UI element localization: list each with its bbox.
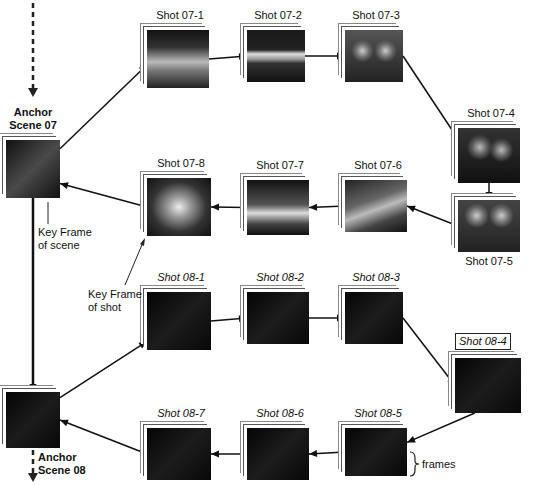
annotation-label: Key Frame of scene bbox=[38, 226, 96, 252]
connector-arrow bbox=[407, 206, 458, 226]
connector-line bbox=[407, 413, 475, 442]
connector-line bbox=[32, 198, 35, 392]
frames-bracket bbox=[410, 452, 419, 476]
shot-key-frame: Shot 07-1 bbox=[147, 30, 209, 88]
shot-label: Shot 07-7 bbox=[256, 159, 304, 172]
shot-label: Shot 08-3 bbox=[352, 271, 400, 284]
connector-arrow bbox=[30, 198, 37, 392]
timeline-arrowhead bbox=[28, 473, 38, 482]
arrowhead bbox=[30, 384, 37, 392]
arrowhead bbox=[211, 204, 219, 211]
arrowhead bbox=[138, 341, 147, 348]
arrowhead bbox=[139, 65, 147, 73]
shot-key-frame: Shot 07-5 bbox=[458, 200, 520, 252]
arrowhead bbox=[486, 192, 493, 200]
connector-line bbox=[60, 420, 147, 454]
arrowhead bbox=[407, 436, 416, 442]
shot-key-frame: Shot 08-7 bbox=[147, 428, 211, 480]
connector-arrow bbox=[486, 183, 493, 200]
arrowhead bbox=[60, 420, 69, 427]
shot-label: Shot 07-2 bbox=[254, 9, 302, 22]
connector-line bbox=[407, 206, 458, 226]
connector-arrow bbox=[209, 53, 247, 60]
shot-key-frame: Shot 07-6 bbox=[345, 180, 407, 232]
connector-arrow bbox=[403, 56, 458, 139]
dashed-timeline bbox=[32, 3, 35, 89]
connector-arrow bbox=[309, 315, 345, 322]
shot-label: Shot 08-1 bbox=[157, 271, 205, 284]
arrowhead bbox=[407, 206, 416, 213]
scene-label: Anchor Scene 08 bbox=[38, 451, 98, 477]
arrowhead bbox=[451, 130, 458, 139]
connector-line bbox=[60, 341, 147, 397]
connector-arrow bbox=[309, 450, 345, 457]
connector-line bbox=[60, 184, 147, 208]
connector-arrow bbox=[211, 315, 247, 322]
connector-arrow bbox=[407, 413, 475, 442]
shot-label: Shot 08-6 bbox=[256, 407, 304, 420]
shot-label: Shot 08-5 bbox=[354, 407, 402, 420]
arrowhead bbox=[239, 53, 247, 60]
arrowhead bbox=[337, 315, 345, 322]
shot-key-frame: Shot 08-3 bbox=[345, 292, 403, 344]
shot-key-frame: Shot 07-2 bbox=[247, 30, 305, 82]
arrowhead bbox=[447, 377, 455, 385]
dashed-timeline bbox=[32, 450, 35, 474]
shot-key-frame: Shot 07-4 bbox=[458, 128, 520, 183]
annotation-label: frames bbox=[422, 458, 482, 471]
connector-arrow bbox=[60, 420, 147, 454]
timeline-arrowhead bbox=[28, 88, 38, 97]
shot-label: Shot 08-7 bbox=[157, 407, 205, 420]
scene-key-frame: Anchor Scene 08 bbox=[6, 392, 60, 448]
shot-label: Shot 07-6 bbox=[354, 159, 402, 172]
arrowhead bbox=[239, 315, 247, 322]
shot-key-frame: Shot 07-8 bbox=[147, 178, 211, 236]
connector-arrow bbox=[309, 204, 345, 211]
connector-arrow bbox=[403, 318, 455, 386]
leader-line bbox=[48, 202, 49, 224]
arrowhead bbox=[309, 450, 317, 457]
connector-arrow bbox=[211, 451, 247, 458]
shot-key-frame: Shot 07-7 bbox=[247, 180, 309, 235]
annotation-label: Key Frame of shot bbox=[88, 288, 144, 314]
connector-arrow bbox=[60, 341, 147, 397]
arrowhead bbox=[337, 53, 345, 60]
connector-line bbox=[403, 56, 458, 139]
shot-label: Shot 07-5 bbox=[465, 255, 513, 268]
shot-key-frame: Shot 08-5 bbox=[345, 428, 407, 476]
shot-label: Shot 08-2 bbox=[256, 271, 304, 284]
arrowhead bbox=[211, 451, 219, 458]
connector-arrow bbox=[60, 182, 147, 207]
scene-label: Anchor Scene 07 bbox=[3, 106, 63, 132]
shot-label: Shot 07-8 bbox=[157, 157, 205, 170]
connector-arrow bbox=[305, 53, 345, 60]
shot-label: Shot 08-4 bbox=[455, 333, 511, 350]
arrowhead bbox=[60, 182, 69, 189]
leader-line bbox=[125, 240, 144, 285]
shot-key-frame: Shot 08-2 bbox=[247, 292, 309, 344]
leader-arrowhead bbox=[140, 238, 145, 246]
shot-label: Shot 07-4 bbox=[467, 107, 515, 120]
shot-key-frame: Shot 07-3 bbox=[345, 30, 403, 82]
connector-arrow bbox=[60, 65, 147, 149]
shot-key-frame: Shot 08-1 bbox=[147, 292, 211, 350]
connector-arrow bbox=[211, 204, 247, 211]
connector-line bbox=[403, 318, 455, 386]
shot-key-frame: Shot 08-4 bbox=[455, 358, 521, 413]
arrowhead bbox=[309, 204, 317, 211]
shot-label: Shot 07-1 bbox=[156, 9, 204, 22]
scene-key-frame: Anchor Scene 07 bbox=[6, 140, 60, 198]
shot-key-frame: Shot 08-6 bbox=[247, 428, 309, 480]
shot-label: Shot 07-3 bbox=[352, 9, 400, 22]
connector-line bbox=[60, 65, 147, 149]
